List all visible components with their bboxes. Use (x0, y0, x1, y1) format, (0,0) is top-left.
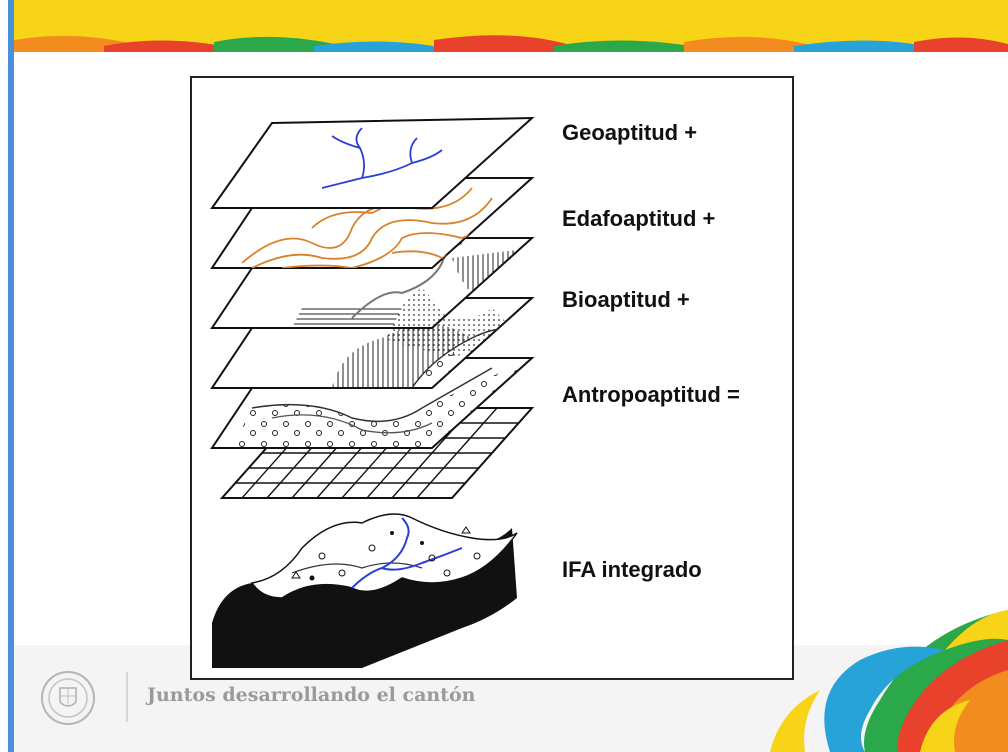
left-accent-rule (8, 0, 14, 752)
corner-decoration (770, 610, 1008, 752)
layer-hydrology (210, 116, 535, 209)
municipal-seal-icon (41, 671, 95, 725)
ifa-layers-figure: Geoaptitud + Edafoaptitud + Bioaptitud +… (190, 76, 794, 680)
layers-illustration (210, 116, 535, 668)
label-geoaptitud: Geoaptitud + (562, 120, 698, 145)
footer-divider (126, 672, 128, 722)
label-bioaptitud: Bioaptitud + (562, 287, 690, 312)
footer-slogan: Juntos desarrollando el cantón (147, 684, 476, 706)
label-edafoaptitud: Edafoaptitud + (562, 206, 716, 231)
label-ifa-integrado: IFA integrado (562, 557, 702, 582)
label-antropoaptitud: Antropoaptitud = (562, 382, 740, 407)
integrated-terrain (212, 513, 518, 668)
top-color-band (14, 0, 1008, 52)
